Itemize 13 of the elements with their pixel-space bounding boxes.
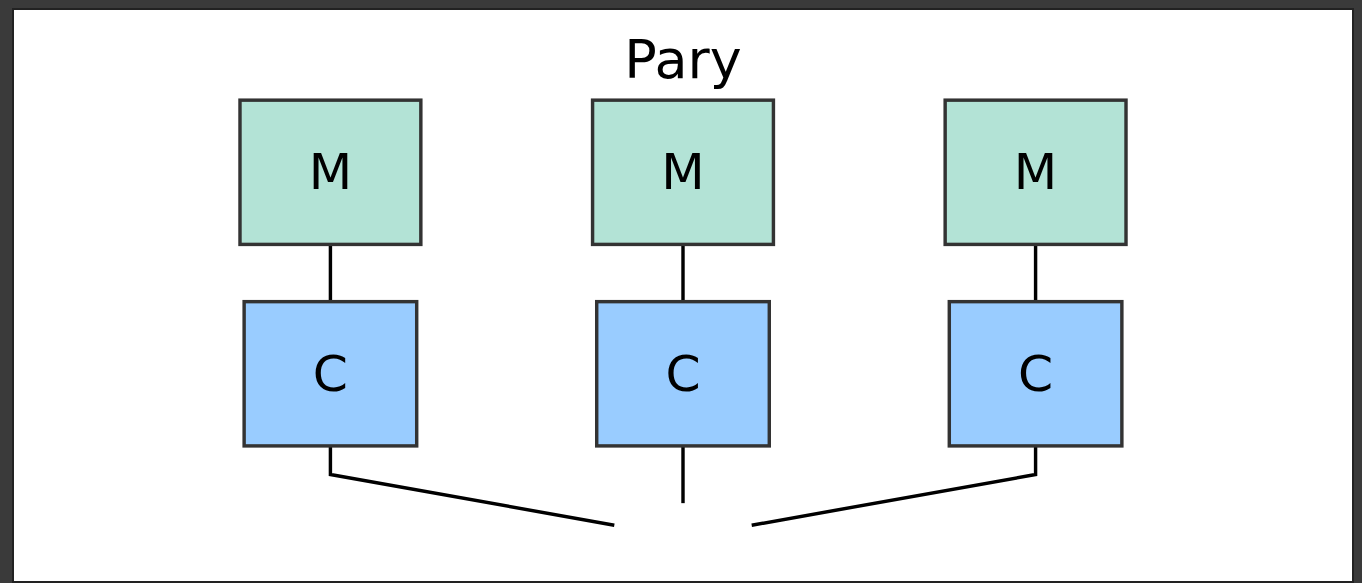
node-box: M [590, 98, 776, 247]
node-box: C [242, 299, 419, 448]
node-box: C [947, 299, 1124, 448]
node-box: C [595, 299, 771, 448]
connector [328, 244, 333, 302]
node-box: M [238, 98, 423, 247]
connector [751, 445, 1038, 527]
connector [681, 244, 685, 302]
connector [681, 445, 685, 504]
diagram-title: Pary [624, 28, 742, 91]
connector [1033, 244, 1038, 302]
connector [328, 445, 615, 527]
node-box: M [943, 98, 1128, 247]
